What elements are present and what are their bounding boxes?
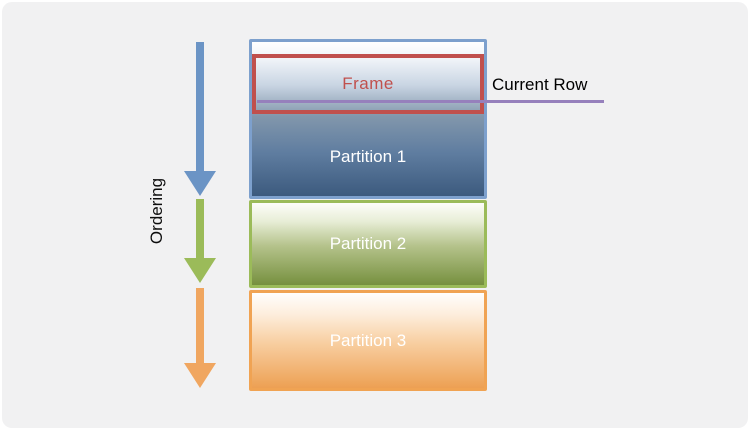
partition-1-label: Partition 1 [329,147,407,166]
ordering-label: Ordering [147,177,166,245]
partition-3-box: Partition 3 [249,290,487,391]
current-row-label: Current Row [492,75,588,94]
partition-2-label: Partition 2 [329,234,407,253]
ordering-arrow-green-shaft [196,199,204,258]
current-row-line [257,100,604,103]
ordering-arrow-blue-shaft [196,42,204,171]
ordering-arrow-green-head-icon [184,258,216,283]
frame-box: Frame [252,54,484,114]
partition-1-box: Partition 1 [249,39,487,199]
ordering-arrow-orange-head-icon [184,363,216,388]
frame-label: Frame [342,74,394,93]
ordering-arrow-blue-head-icon [184,171,216,196]
partition-2-box: Partition 2 [249,200,487,288]
partition-3-label: Partition 3 [329,330,407,350]
ordering-arrow-orange-shaft [196,288,204,363]
